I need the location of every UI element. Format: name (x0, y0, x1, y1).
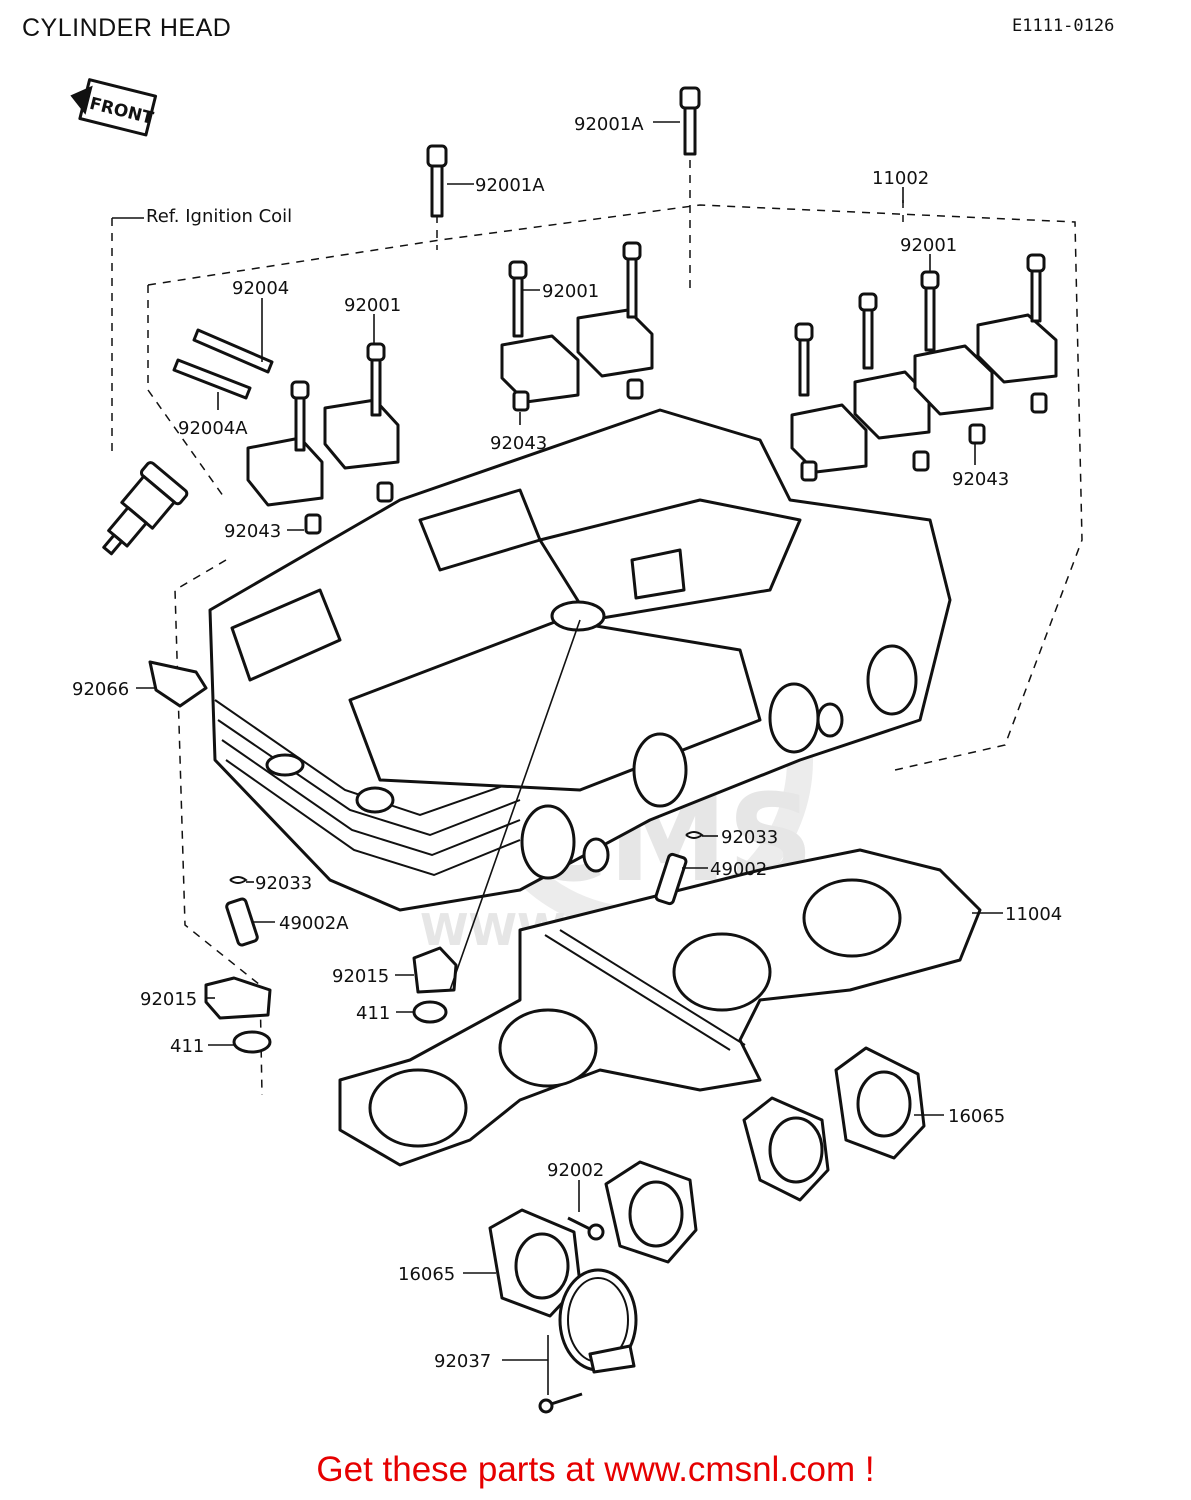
callout-label: 49002 (710, 859, 767, 880)
callout-label: 92002 (547, 1160, 604, 1181)
camshaft-caps (246, 241, 1058, 535)
front-direction-badge: FRONT (70, 78, 158, 137)
callout-label: 92015 (140, 989, 197, 1010)
page-title: CYLINDER HEAD (22, 14, 232, 42)
callout-labels: 92001A 92001A 11002 Ref. Ignition Coil 9… (72, 114, 1062, 1372)
callout-label: 411 (170, 1036, 204, 1057)
studs-92004 (172, 328, 274, 400)
callout-label: 92004 (232, 278, 289, 299)
reference-outline (111, 145, 1083, 1096)
callout-label: 92001A (475, 175, 545, 196)
exploded-view-diagram: CMS WWW.CMSNL.COM FRONT (70, 78, 1083, 1414)
valve-components (148, 660, 704, 1054)
callout-label: 92043 (952, 469, 1009, 490)
callout-label: 92004A (178, 418, 248, 439)
spark-plug (102, 461, 189, 556)
diagram-code: E1111-0126 (1012, 16, 1115, 36)
carburetor-holders (488, 1046, 926, 1414)
callout-label: 92033 (255, 873, 312, 894)
head-gasket-11004 (338, 848, 982, 1167)
callout-label: 92001A (574, 114, 644, 135)
callout-label: 11002 (872, 168, 929, 189)
callout-label: 92015 (332, 966, 389, 987)
head-bolt-92001a-left (426, 144, 448, 218)
callout-label: 92037 (434, 1351, 491, 1372)
callout-label: Ref. Ignition Coil (146, 206, 292, 227)
callout-label: 16065 (948, 1106, 1005, 1127)
callout-label: 92001 (344, 295, 401, 316)
callout-label: 92043 (490, 433, 547, 454)
ad-banner[interactable]: Get these parts at www.cmsnl.com ! (316, 1450, 875, 1489)
leader-lines (112, 121, 1003, 1395)
callout-label: 92033 (721, 827, 778, 848)
cylinder-head-11002 (208, 408, 952, 912)
callout-label: 16065 (398, 1264, 455, 1285)
callout-label: 92001 (900, 235, 957, 256)
callout-label: 92043 (224, 521, 281, 542)
callout-label: 92066 (72, 679, 129, 700)
head-bolt-92001a-right (679, 86, 701, 156)
callout-label: 92001 (542, 281, 599, 302)
callout-label: 11004 (1005, 904, 1062, 925)
callout-label: 411 (356, 1003, 390, 1024)
callout-label: 49002A (279, 913, 349, 934)
